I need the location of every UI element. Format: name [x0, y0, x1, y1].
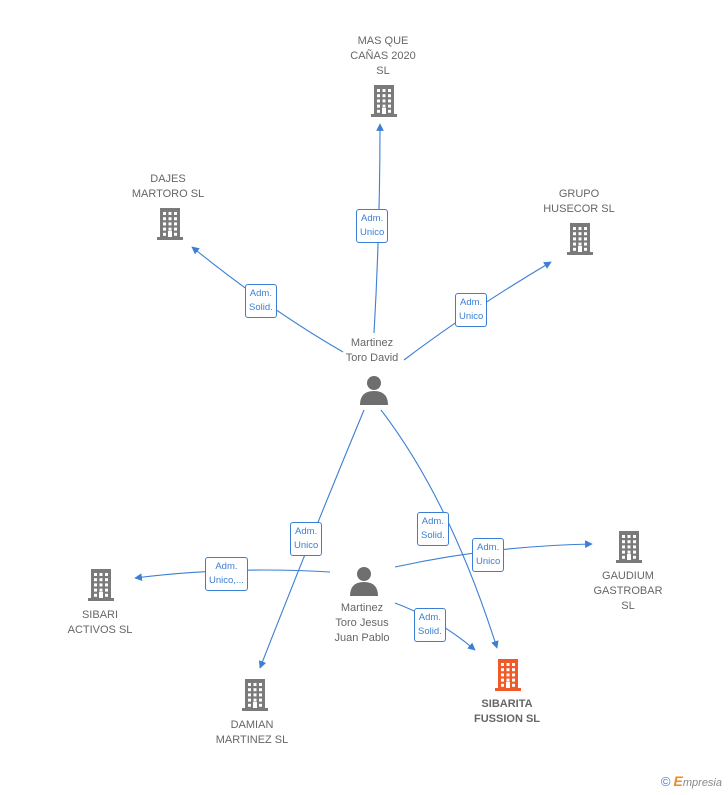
node-label-mas-que-canas[interactable]: MAS QUE CAÑAS 2020 SL [350, 35, 416, 77]
node-label-martinez-toro-david[interactable]: Martinez Toro David [345, 337, 399, 364]
building-icon-sibarita-fussion[interactable] [495, 659, 521, 691]
copyright-symbol: © [660, 774, 671, 789]
node-label-damian-martinez[interactable]: DAMIAN MARTINEZ SL [215, 719, 289, 746]
edge-label-david-husecor[interactable]: Adm. Unico [455, 293, 488, 327]
brand-name: mpresia [682, 777, 722, 789]
edge-label-jesus-sibari[interactable]: Adm. Unico,... [205, 557, 248, 591]
node-label-sibari-activos[interactable]: SIBARI ACTIVOS SL [67, 609, 133, 636]
edge-label-jesus-sibarita[interactable]: Adm. Solid. [414, 608, 446, 642]
building-icon-dajes-martoro[interactable] [157, 208, 183, 240]
building-icon-mas-que-canas[interactable] [371, 85, 397, 117]
node-label-dajes-martoro[interactable]: DAJES MARTORO SL [131, 173, 205, 200]
person-icon-martinez-toro-david[interactable] [360, 376, 388, 405]
building-icon-sibari-activos[interactable] [88, 569, 114, 601]
node-label-martinez-toro-jesus[interactable]: Martinez Toro Jesus Juan Pablo [334, 602, 390, 644]
building-icon-gaudium-gastrobar[interactable] [616, 531, 642, 563]
edge-label-jesus-gaudium[interactable]: Adm. Unico [472, 538, 505, 572]
edge-label-david-dajes[interactable]: Adm. Solid. [245, 284, 277, 318]
node-label-gaudium-gastrobar[interactable]: GAUDIUM GASTROBAR SL [593, 570, 663, 612]
icons-layer [88, 85, 642, 711]
node-label-sibarita-fussion[interactable]: SIBARITA FUSSION SL [473, 698, 541, 725]
building-icon-damian-martinez[interactable] [242, 679, 268, 711]
building-icon-grupo-husecor[interactable] [567, 223, 593, 255]
edge-label-david-sibarita[interactable]: Adm. Solid. [417, 512, 449, 546]
brand-initial: E [673, 773, 683, 789]
node-label-grupo-husecor[interactable]: GRUPO HUSECOR SL [543, 188, 615, 215]
person-icon-martinez-toro-jesus[interactable] [350, 567, 378, 596]
edge-label-david-damian[interactable]: Adm. Unico [290, 522, 323, 556]
empresia-logo: © Empresia [661, 773, 722, 789]
edge-label-david-mas-que[interactable]: Adm. Unico [356, 209, 389, 243]
